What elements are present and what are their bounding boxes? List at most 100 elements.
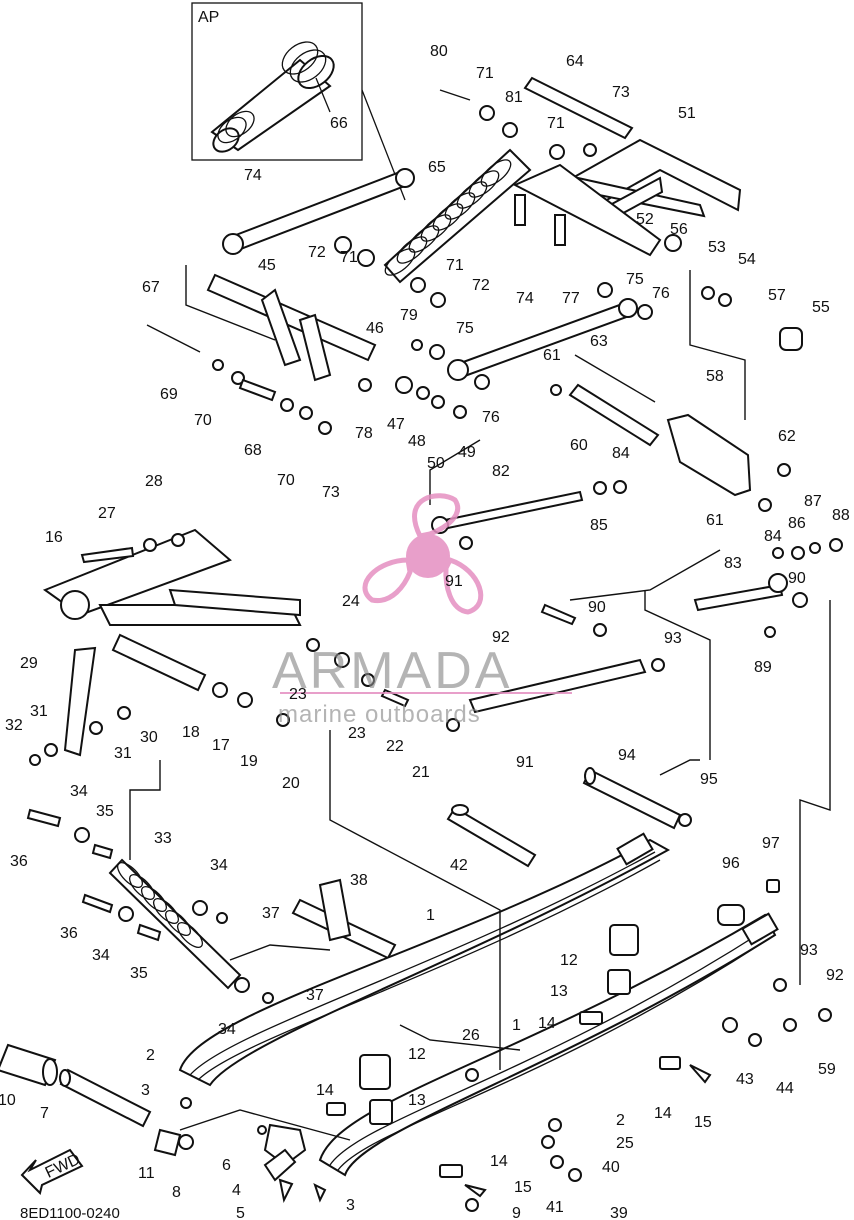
callout-label-97: 97 <box>762 835 780 852</box>
watermark-tagline: marine outboards <box>278 701 481 728</box>
callout-label-90a: 90 <box>788 570 806 587</box>
callout-label-64: 64 <box>566 53 584 70</box>
callout-label-5: 5 <box>236 1205 245 1220</box>
callout-label-79: 79 <box>400 307 418 324</box>
callout-label-41: 41 <box>546 1199 564 1216</box>
callout-label-47: 47 <box>387 416 405 433</box>
callout-label-2b: 2 <box>616 1112 625 1129</box>
callout-label-92b: 92 <box>826 967 844 984</box>
watermark-hub-icon <box>406 534 450 578</box>
callout-label-34d: 34 <box>218 1021 236 1038</box>
callout-label-8: 8 <box>172 1184 181 1201</box>
callout-label-14b: 14 <box>316 1082 334 1099</box>
callout-label-34b: 34 <box>210 857 228 874</box>
callout-label-12a: 12 <box>560 952 578 969</box>
callout-label-15a: 15 <box>694 1114 712 1131</box>
callout-label-12b: 12 <box>408 1046 426 1063</box>
callout-label-59: 59 <box>818 1061 836 1078</box>
callout-label-13b: 13 <box>408 1092 426 1109</box>
callout-label-53: 53 <box>708 239 726 256</box>
callout-label-93a: 93 <box>664 630 682 647</box>
callout-label-37b: 37 <box>306 987 324 1004</box>
callout-label-66: 66 <box>330 115 348 132</box>
callout-label-14d: 14 <box>490 1153 508 1170</box>
callout-label-94: 94 <box>618 747 636 764</box>
front-shock-33 <box>26 808 274 1004</box>
callout-label-34c: 34 <box>92 947 110 964</box>
callout-label-74a: 74 <box>244 167 262 184</box>
callout-label-31a: 31 <box>30 703 48 720</box>
callout-labels: 80 71 64 73 81 71 51 66 74 65 52 56 53 5… <box>0 43 850 1220</box>
callout-label-21: 21 <box>412 764 430 781</box>
callout-label-71b: 71 <box>547 115 565 132</box>
callout-label-44: 44 <box>776 1080 794 1097</box>
callout-label-4: 4 <box>232 1182 241 1199</box>
callout-label-96: 96 <box>722 855 740 872</box>
callout-label-36a: 36 <box>10 853 28 870</box>
callout-label-81: 81 <box>505 89 523 106</box>
callout-label-55: 55 <box>812 299 830 316</box>
callout-label-80: 80 <box>430 43 448 60</box>
fwd-arrow: FWD <box>20 1148 84 1195</box>
callout-label-20: 20 <box>282 775 300 792</box>
callout-label-29: 29 <box>20 655 38 672</box>
callout-label-77: 77 <box>562 290 580 307</box>
callout-label-14a: 14 <box>538 1015 556 1032</box>
watermark: ARMADA marine outboards <box>272 493 572 728</box>
callout-label-90b: 90 <box>588 599 606 616</box>
callout-label-7: 7 <box>40 1105 49 1122</box>
callout-label-84a: 84 <box>612 445 630 462</box>
callout-label-65: 65 <box>428 159 446 176</box>
callout-label-61b: 61 <box>706 512 724 529</box>
callout-label-93b: 93 <box>800 942 818 959</box>
callout-label-6: 6 <box>222 1157 231 1174</box>
callout-label-38: 38 <box>350 872 368 889</box>
callout-label-70b: 70 <box>277 472 295 489</box>
callout-label-42: 42 <box>450 857 468 874</box>
callout-label-82: 82 <box>492 463 510 480</box>
rear-arm-assembly <box>146 76 803 512</box>
callout-label-49: 49 <box>458 444 476 461</box>
callout-label-39: 39 <box>610 1205 628 1220</box>
inset-ap: AP <box>191 2 406 201</box>
callout-label-35a: 35 <box>96 803 114 820</box>
callout-label-71a: 71 <box>476 65 494 82</box>
callout-label-33: 33 <box>154 830 172 847</box>
callout-label-46: 46 <box>366 320 384 337</box>
callout-label-71c: 71 <box>340 249 358 266</box>
callout-label-52: 52 <box>636 211 654 228</box>
callout-label-28: 28 <box>145 473 163 490</box>
callout-label-95: 95 <box>700 771 718 788</box>
callout-label-73b: 73 <box>322 484 340 501</box>
callout-label-76b: 76 <box>482 409 500 426</box>
callout-label-56: 56 <box>670 221 688 238</box>
callout-label-24: 24 <box>342 593 360 610</box>
callout-label-50: 50 <box>427 455 445 472</box>
callout-label-35b: 35 <box>130 965 148 982</box>
callout-label-32: 32 <box>5 717 23 734</box>
callout-label-58: 58 <box>706 368 724 385</box>
shock-spring-65 <box>384 159 512 276</box>
watermark-brand: ARMADA <box>272 642 512 700</box>
callout-label-43: 43 <box>736 1071 754 1088</box>
callout-label-75a: 75 <box>626 271 644 288</box>
callout-label-25: 25 <box>616 1135 634 1152</box>
callout-label-22: 22 <box>386 738 404 755</box>
callout-label-68: 68 <box>244 442 262 459</box>
callout-label-23a: 23 <box>289 686 307 703</box>
inset-label: AP <box>198 9 219 26</box>
callout-label-9: 9 <box>512 1205 521 1220</box>
callout-label-45: 45 <box>258 257 276 274</box>
callout-label-85: 85 <box>590 517 608 534</box>
callout-label-67: 67 <box>142 279 160 296</box>
callout-label-17: 17 <box>212 737 230 754</box>
rail-1-left <box>178 832 671 1087</box>
callout-label-69: 69 <box>160 386 178 403</box>
diagram-code: 8ED1100-0240 <box>20 1205 120 1220</box>
callout-label-36b: 36 <box>60 925 78 942</box>
callout-label-89: 89 <box>754 659 772 676</box>
callout-label-15b: 15 <box>514 1179 532 1196</box>
callout-label-91b: 91 <box>516 754 534 771</box>
callout-label-74b: 74 <box>516 290 534 307</box>
